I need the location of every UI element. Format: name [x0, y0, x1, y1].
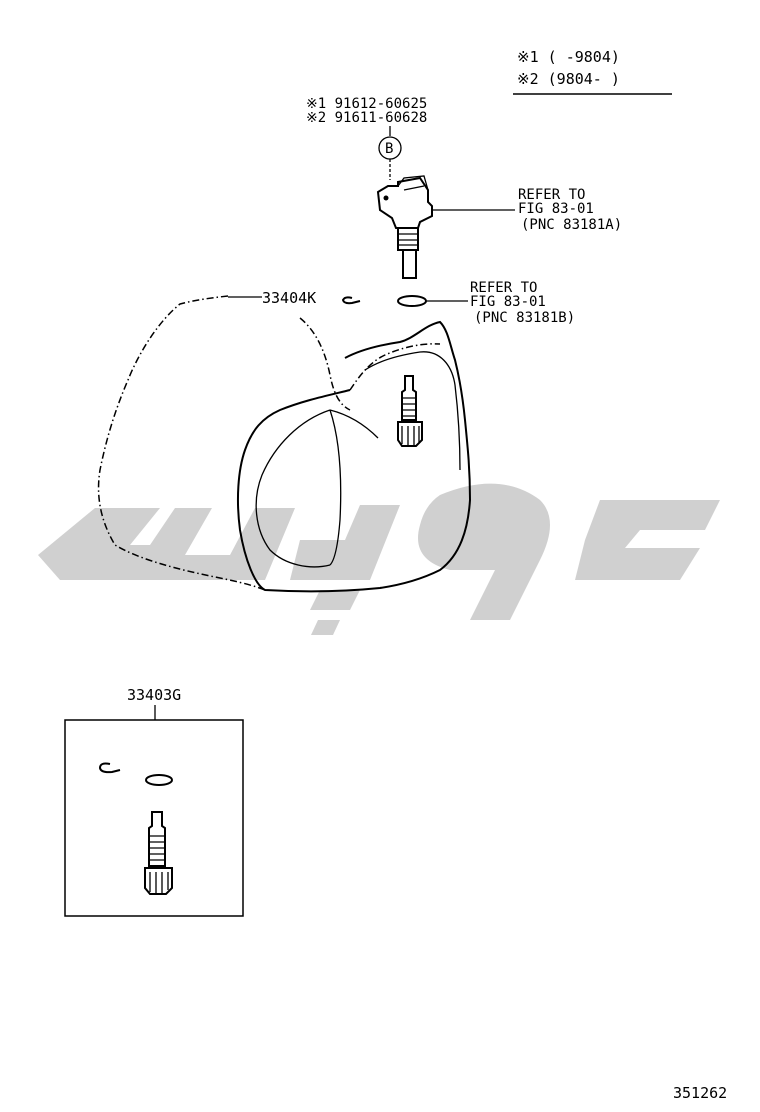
kit-clip	[98, 762, 121, 774]
refer-b-label: REFER TO FIG 83-01 (PNC 83181B)	[470, 280, 575, 326]
sensor-part-numbers: ※1 91612-60625 ※2 91611-60628 B	[306, 96, 427, 180]
kit-o-ring	[145, 774, 173, 786]
sensor-part-1: ※1 91612-60625	[306, 96, 427, 112]
callout-letter-b: B	[385, 141, 393, 157]
driven-gear-installed	[397, 375, 423, 447]
figure-number: 351262	[673, 1084, 727, 1102]
kit-box	[64, 719, 244, 917]
kit-callout: 33403G	[64, 686, 244, 917]
kit-part-number: 33403G	[127, 686, 181, 704]
legend-note-2: ※2 (9804- )	[517, 70, 620, 88]
legend-block: ※1 ( -9804) ※2 (9804- )	[513, 48, 672, 95]
o-ring	[397, 295, 468, 307]
refer-a-line3: (PNC 83181A)	[521, 217, 622, 233]
clip-part-number: 33404K	[262, 289, 316, 307]
speed-sensor	[376, 175, 515, 279]
sensor-part-2: ※2 91611-60628	[306, 110, 427, 126]
transmission-housing	[97, 295, 472, 593]
refer-a-label: REFER TO FIG 83-01 (PNC 83181A)	[518, 187, 622, 233]
refer-b-line1: REFER TO	[470, 280, 537, 296]
refer-b-line2: FIG 83-01	[470, 294, 546, 310]
refer-b-line3: (PNC 83181B)	[474, 310, 575, 326]
refer-a-line1: REFER TO	[518, 187, 585, 203]
refer-a-line2: FIG 83-01	[518, 201, 594, 217]
watermark-logo	[38, 483, 720, 635]
kit-driven-gear	[144, 811, 173, 895]
clip-callout: 33404K	[228, 289, 361, 307]
legend-note-1: ※1 ( -9804)	[517, 48, 620, 66]
